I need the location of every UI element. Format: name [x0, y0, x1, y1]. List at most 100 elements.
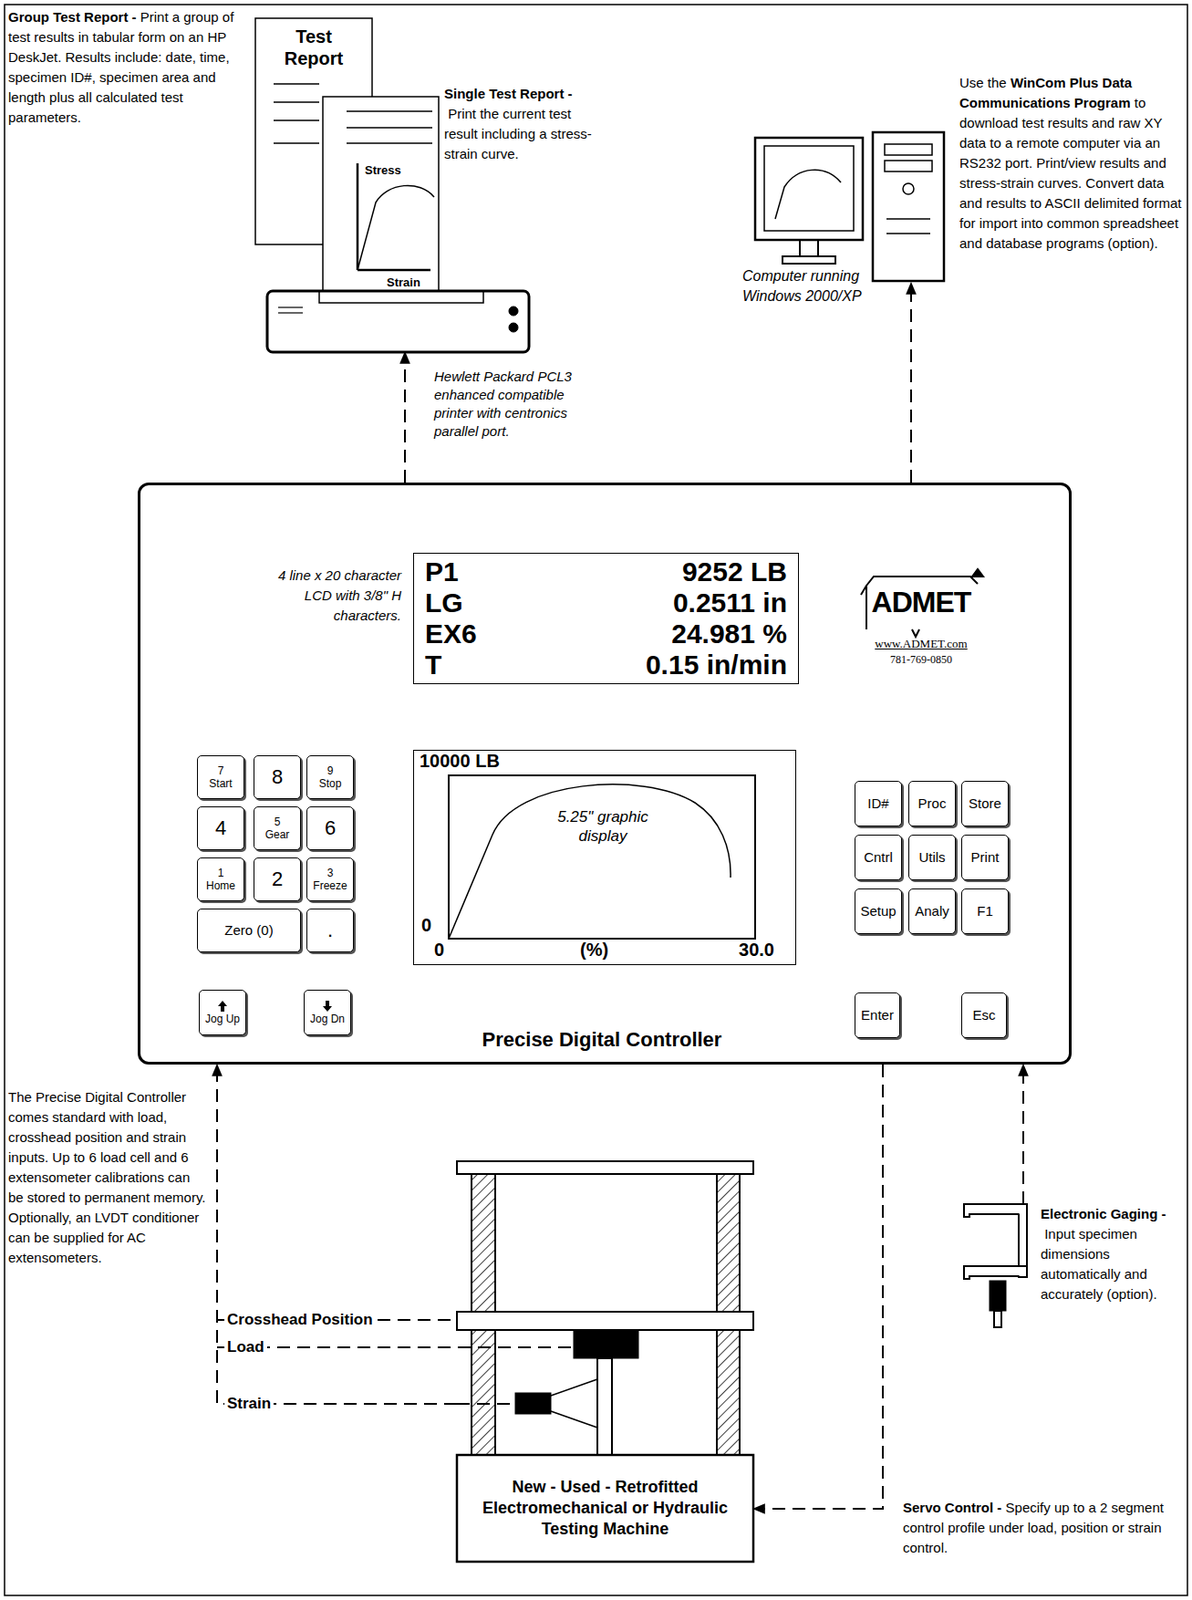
- keypad-key: Utils: [908, 834, 956, 881]
- key-label: Proc: [918, 795, 947, 812]
- keypad-key: 3Freeze: [306, 857, 354, 902]
- graph-label: 10000 LB: [419, 750, 500, 771]
- keypad-key: Jog Dn: [303, 989, 352, 1036]
- key-label: Gear: [265, 828, 291, 841]
- testing-machine: [456, 1160, 754, 1562]
- note: The Precise Digital Controller comes sta…: [8, 1087, 209, 1268]
- graph-label: 30.0: [710, 939, 775, 960]
- keypad-key: 9Stop: [306, 755, 354, 799]
- keypad-key: 7Start: [196, 755, 245, 799]
- keypad-key: Jog Up: [198, 989, 247, 1036]
- machine-label: New - Used - Retrofitted Electromechanic…: [456, 1454, 754, 1562]
- key-label: Zero (0): [224, 922, 273, 939]
- signal-connector: [1022, 1064, 1025, 1204]
- key-label: Jog Up: [205, 1012, 240, 1026]
- keypad-key: Proc: [908, 780, 956, 827]
- key-label: Cntrl: [863, 849, 893, 866]
- keypad-key: 8: [253, 755, 301, 799]
- web-address: www.ADMET.com: [874, 636, 967, 651]
- electronic-gage: [963, 1203, 1027, 1327]
- graph-label: 0: [434, 939, 445, 960]
- key-label: Utils: [918, 849, 945, 866]
- key-label: Store: [968, 795, 1002, 812]
- key-label: Enter: [860, 1006, 894, 1024]
- computer: [755, 132, 944, 281]
- lcd-readout: 24.981 %: [476, 618, 788, 650]
- keypad-key: Zero (0): [196, 908, 301, 953]
- keypad-key: Enter: [854, 992, 901, 1038]
- key-label: 4: [215, 817, 227, 840]
- testing-machine: New - Used - Retrofitted Electromechanic…: [456, 1160, 754, 1562]
- plot-area: [448, 775, 756, 939]
- lcd-readout: 0.2511 in: [476, 587, 788, 619]
- graph-label: (%): [580, 939, 626, 960]
- signal-name: Strain: [224, 1393, 274, 1414]
- graph-label: 5.25" graphic display: [538, 807, 667, 846]
- signal-connector: [217, 1064, 457, 1404]
- report-page: Test Report: [255, 18, 373, 245]
- logo-text: ADMET: [861, 585, 981, 619]
- note: Use the: [959, 74, 1007, 91]
- keypad-key: 4: [196, 806, 245, 850]
- gage-note: Electronic Gaging -: [1040, 1205, 1167, 1222]
- arrow-icon: [216, 999, 229, 1013]
- keypad-key: Esc: [961, 992, 1007, 1038]
- signal-connector: [404, 352, 406, 483]
- key-label: 8: [271, 766, 283, 788]
- key-label: 7: [217, 765, 225, 778]
- keypad-key: Analy: [908, 888, 956, 934]
- controller-panel: P19252 LBLG0.2511 inEX624.981 %T0.15 in/…: [137, 482, 1072, 1065]
- signal-name: Strain: [227, 1394, 271, 1412]
- front-report-page: [322, 96, 439, 291]
- arrow-icon: [321, 999, 334, 1013]
- key-label: 1: [217, 867, 225, 880]
- key-label: ID#: [867, 795, 889, 812]
- note: 4 line x 20 character LCD with 3/8" H ch…: [253, 565, 402, 626]
- signal-connector: [910, 282, 913, 483]
- note: Single Test Report -: [444, 85, 573, 102]
- keypad-key: Setup: [854, 888, 902, 934]
- axis-label: Stress: [364, 163, 402, 177]
- signal-connector: [753, 1064, 883, 1509]
- keypad-key: Cntrl: [854, 834, 902, 881]
- signal-name: Crosshead Position: [224, 1309, 376, 1330]
- key-label: Start: [208, 777, 232, 790]
- lcd-readout: LG: [424, 587, 477, 619]
- leader-lines: [217, 1319, 574, 1404]
- page-title: Test Report: [268, 25, 360, 70]
- signal-name: Load: [224, 1337, 268, 1358]
- key-label: Stop: [319, 777, 343, 790]
- key-label: Home: [206, 879, 236, 892]
- key-label: 5: [274, 816, 281, 829]
- note: Print a group of test results in tabular…: [8, 9, 234, 125]
- key-label: .: [327, 919, 333, 942]
- note: Group Test Report -Print a group of test…: [8, 7, 244, 128]
- key-label: Print: [971, 849, 1000, 866]
- printer-caption: Hewlett Packard PCL3 enhanced compatible…: [434, 367, 594, 441]
- key-label: Freeze: [312, 879, 347, 892]
- lcd-readout: 0.15 in/min: [476, 649, 788, 681]
- lcd-readout: T: [424, 649, 477, 681]
- lcd-readout: P1: [424, 556, 477, 588]
- keypad-key: 1Home: [196, 857, 245, 902]
- signal-name: Crosshead Position: [227, 1310, 374, 1328]
- page-frame: [4, 4, 1188, 1596]
- keypad-key: ID#: [854, 780, 902, 827]
- phone-number: 781-769-0850: [861, 653, 981, 667]
- key-label: 6: [324, 817, 336, 840]
- graphic-display: 10000 LB5.25" graphic display00(%)30.0: [413, 749, 797, 965]
- key-label: 3: [327, 867, 334, 880]
- key-label: 2: [271, 868, 283, 891]
- note: Single Test Report -Print the current te…: [444, 83, 604, 165]
- key-label: Jog Dn: [310, 1012, 345, 1026]
- web-address: www.ADMET.com: [861, 636, 981, 652]
- keypad-key: 2: [253, 857, 301, 902]
- note: Use theWinCom Plus Data Communications P…: [959, 72, 1184, 254]
- key-label: F1: [976, 902, 994, 920]
- phone-number: 781-769-0850: [890, 653, 953, 666]
- note: Group Test Report -: [8, 9, 137, 25]
- note: 4 line x 20 character LCD with 3/8" H ch…: [278, 567, 402, 623]
- controller-title: Precise Digital Controller: [456, 1027, 748, 1052]
- note: Servo Control -: [902, 1499, 1002, 1515]
- computer-caption: Computer running Windows 2000/XP: [742, 266, 880, 307]
